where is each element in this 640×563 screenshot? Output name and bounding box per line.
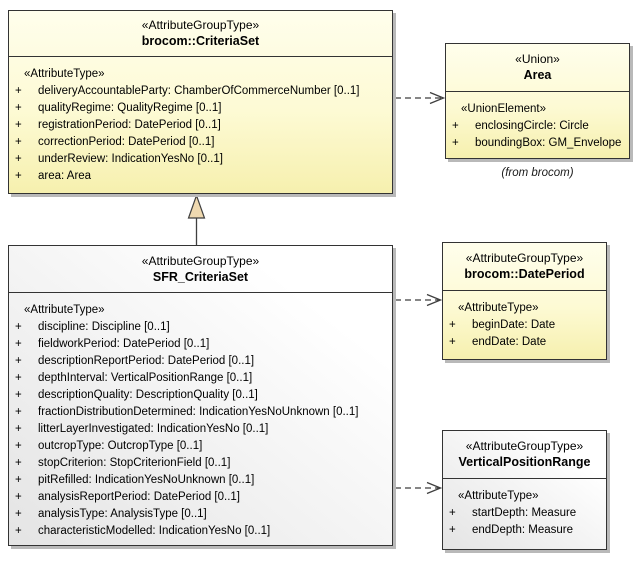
class-brocom-criteriaset[interactable]: «AttributeGroupType» brocom::CriteriaSet… bbox=[8, 10, 393, 194]
dependency-arrow-dateperiod bbox=[395, 293, 443, 307]
attribute-row: +deliveryAccountableParty: ChamberOfComm… bbox=[15, 84, 360, 97]
section-label: «UnionElement» bbox=[461, 102, 547, 115]
attributes-compartment: «AttributeType» +discipline: Discipline … bbox=[9, 293, 392, 539]
attribute-row: +startDepth: Measure bbox=[449, 506, 577, 519]
attribute-row: +enclosingCircle: Circle bbox=[452, 119, 589, 132]
class-brocom-dateperiod[interactable]: «AttributeGroupType» brocom::DatePeriod … bbox=[442, 242, 607, 360]
attribute-row: +registrationPeriod: DatePeriod [0..1] bbox=[15, 118, 221, 131]
class-header: «AttributeGroupType» VerticalPositionRan… bbox=[443, 431, 606, 479]
class-sfr-criteriaset[interactable]: «AttributeGroupType» SFR_CriteriaSet «At… bbox=[8, 245, 393, 546]
attribute-row: +descriptionQuality: DescriptionQuality … bbox=[15, 388, 258, 401]
from-brocom-note: (from brocom) bbox=[501, 167, 574, 179]
attribute-row: +endDepth: Measure bbox=[449, 523, 574, 536]
class-header: «AttributeGroupType» SFR_CriteriaSet bbox=[9, 246, 392, 293]
class-name: Area bbox=[523, 68, 552, 82]
attribute-row: +area: Area bbox=[15, 169, 92, 182]
attribute-row: +fieldworkPeriod: DatePeriod [0..1] bbox=[15, 337, 210, 350]
class-header: «AttributeGroupType» brocom::DatePeriod bbox=[443, 243, 606, 291]
attribute-row: +analysisType: AnalysisType [0..1] bbox=[15, 507, 207, 520]
class-stereotype: «Union» bbox=[515, 52, 560, 66]
attribute-row: +depthInterval: VerticalPositionRange [0… bbox=[15, 371, 253, 384]
attribute-row: +fractionDistributionDetermined: Indicat… bbox=[15, 405, 359, 418]
attribute-row: +stopCriterion: StopCriterionField [0..1… bbox=[15, 456, 231, 469]
attribute-row: +correctionPeriod: DatePeriod [0..1] bbox=[15, 135, 215, 148]
attribute-row: +underReview: IndicationYesNo [0..1] bbox=[15, 152, 223, 165]
class-name: brocom::DatePeriod bbox=[464, 267, 585, 281]
attribute-row: +discipline: Discipline [0..1] bbox=[15, 320, 170, 333]
attribute-row: +characteristicModelled: IndicationYesNo… bbox=[15, 524, 271, 537]
class-stereotype: «AttributeGroupType» bbox=[141, 18, 260, 32]
attribute-row: +boundingBox: GM_Envelope bbox=[452, 136, 622, 149]
class-name: brocom::CriteriaSet bbox=[141, 34, 260, 48]
class-stereotype: «AttributeGroupType» bbox=[465, 251, 584, 265]
dependency-arrow-area bbox=[395, 91, 446, 105]
class-header: «AttributeGroupType» brocom::CriteriaSet bbox=[9, 11, 392, 57]
section-label: «AttributeType» bbox=[458, 489, 539, 502]
section-label: «AttributeType» bbox=[24, 303, 105, 316]
attributes-compartment: «AttributeType» +beginDate: Date +endDat… bbox=[443, 291, 606, 350]
dependency-arrow-verticalpositionrange bbox=[395, 481, 443, 495]
class-name: VerticalPositionRange bbox=[458, 455, 591, 469]
attribute-row: +descriptionReportPeriod: DatePeriod [0.… bbox=[15, 354, 255, 367]
class-stereotype: «AttributeGroupType» bbox=[141, 253, 260, 268]
class-verticalpositionrange[interactable]: «AttributeGroupType» VerticalPositionRan… bbox=[442, 430, 607, 550]
attributes-compartment: «UnionElement» +enclosingCircle: Circle … bbox=[446, 92, 629, 151]
attribute-row: +litterLayerInvestigated: IndicationYesN… bbox=[15, 422, 269, 435]
generalization-arrow bbox=[187, 193, 206, 245]
class-name: SFR_CriteriaSet bbox=[152, 269, 249, 284]
attribute-row: +analysisReportPeriod: DatePeriod [0..1] bbox=[15, 490, 240, 503]
attributes-compartment: «AttributeType» +startDepth: Measure +en… bbox=[443, 479, 606, 538]
class-area[interactable]: «Union» Area «UnionElement» +enclosingCi… bbox=[445, 43, 630, 159]
attributes-compartment: «AttributeType» +deliveryAccountablePart… bbox=[9, 57, 392, 184]
section-label: «AttributeType» bbox=[458, 301, 539, 314]
class-stereotype: «AttributeGroupType» bbox=[465, 439, 584, 453]
section-label: «AttributeType» bbox=[24, 67, 105, 80]
attribute-row: +pitRefilled: IndicationYesNoUnknown [0.… bbox=[15, 473, 255, 486]
class-header: «Union» Area bbox=[446, 44, 629, 92]
attribute-row: +beginDate: Date bbox=[449, 318, 556, 331]
attribute-row: +qualityRegime: QualityRegime [0..1] bbox=[15, 101, 222, 114]
attribute-row: +outcropType: OutcropType [0..1] bbox=[15, 439, 203, 452]
attribute-row: +endDate: Date bbox=[449, 335, 547, 348]
